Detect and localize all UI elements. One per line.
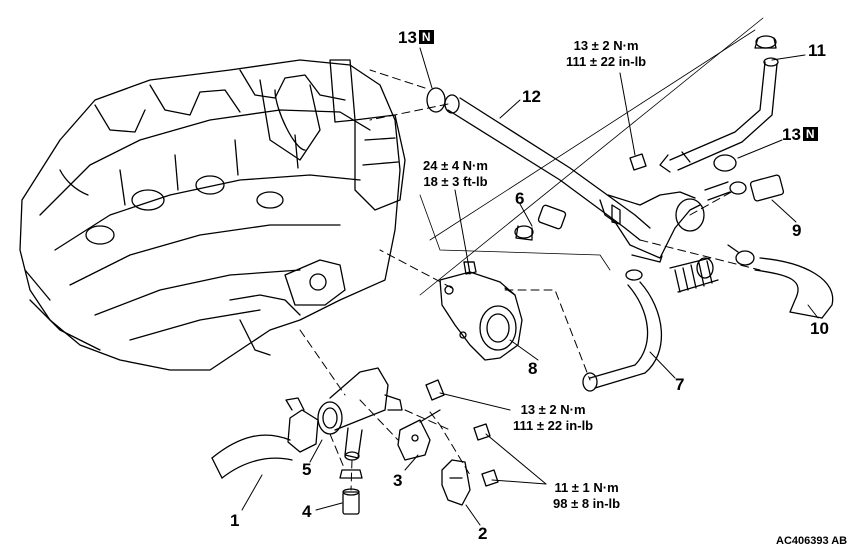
hose-1-drawing xyxy=(211,434,293,479)
torque-spec-lower: 13 ± 2 N·m 111 ± 22 in-lb xyxy=(513,402,593,434)
new-part-badge: N xyxy=(418,30,434,44)
figure-code: AC406393 AB xyxy=(776,535,848,547)
water-inlet-5-drawing xyxy=(317,367,403,461)
part-label-9: 9 xyxy=(792,221,802,240)
part-label-4: 4 xyxy=(302,502,312,521)
torque-spec-top: 13 ± 2 N·m 111 ± 22 in-lb xyxy=(566,38,646,70)
hose-4-drawing xyxy=(339,469,363,515)
hose-7-drawing xyxy=(582,269,663,392)
torque-imperial: 18 ± 3 ft-lb xyxy=(423,174,488,189)
torque-metric: 13 ± 2 N·m xyxy=(520,402,586,417)
part-label-3: 3 xyxy=(393,471,403,490)
part-label-6: 6 xyxy=(515,189,525,208)
part-label-1: 1 xyxy=(230,511,240,530)
part-label-7: 7 xyxy=(675,375,685,394)
bolt-drawings xyxy=(425,153,647,487)
thermostat-housing-8-drawing xyxy=(439,261,523,361)
diagonal-reference-lines xyxy=(419,17,764,296)
gasket-13-right-drawing xyxy=(713,154,737,172)
hose-6-drawing xyxy=(514,204,567,241)
hose-10-drawing xyxy=(727,244,834,319)
water-pipe-12-drawing xyxy=(444,94,705,263)
new-part-badge: N xyxy=(802,127,818,141)
part-label-8: 8 xyxy=(528,359,538,378)
leader-lines xyxy=(241,47,819,526)
torque-metric: 24 ± 4 N·m xyxy=(423,158,488,173)
part-label-12: 12 xyxy=(522,87,541,106)
part-label-13-upper-number: 13 xyxy=(398,28,417,47)
bracket-2-drawing xyxy=(441,459,471,506)
engine-block-drawing xyxy=(19,59,406,371)
torque-metric: 13 ± 2 N·m xyxy=(573,38,639,53)
gasket-13-upper-drawing xyxy=(426,87,446,113)
hose-11-drawing xyxy=(659,35,779,173)
part-label-2: 2 xyxy=(478,524,488,543)
corrugated-pipe-drawing xyxy=(669,257,719,293)
part-label-5: 5 xyxy=(302,460,312,479)
hose-9-drawing xyxy=(704,174,785,202)
part-label-11: 11 xyxy=(808,41,826,60)
bracket-3-drawing xyxy=(397,409,441,461)
assembly-guide-lines xyxy=(299,69,761,491)
torque-metric: 11 ± 1 N·m xyxy=(554,480,619,495)
torque-spec-bottom: 11 ± 1 N·m 98 ± 8 in-lb xyxy=(553,480,620,512)
torque-spec-middle: 24 ± 4 N·m 18 ± 3 ft-lb xyxy=(423,158,488,190)
part-label-13-right-number: 13 xyxy=(782,125,801,144)
clamp-drawing xyxy=(285,397,319,453)
torque-imperial: 111 ± 22 in-lb xyxy=(513,418,594,433)
torque-imperial: 98 ± 8 in-lb xyxy=(553,496,621,511)
part-label-10: 10 xyxy=(810,319,829,338)
torque-imperial: 111 ± 22 in-lb xyxy=(566,54,647,69)
